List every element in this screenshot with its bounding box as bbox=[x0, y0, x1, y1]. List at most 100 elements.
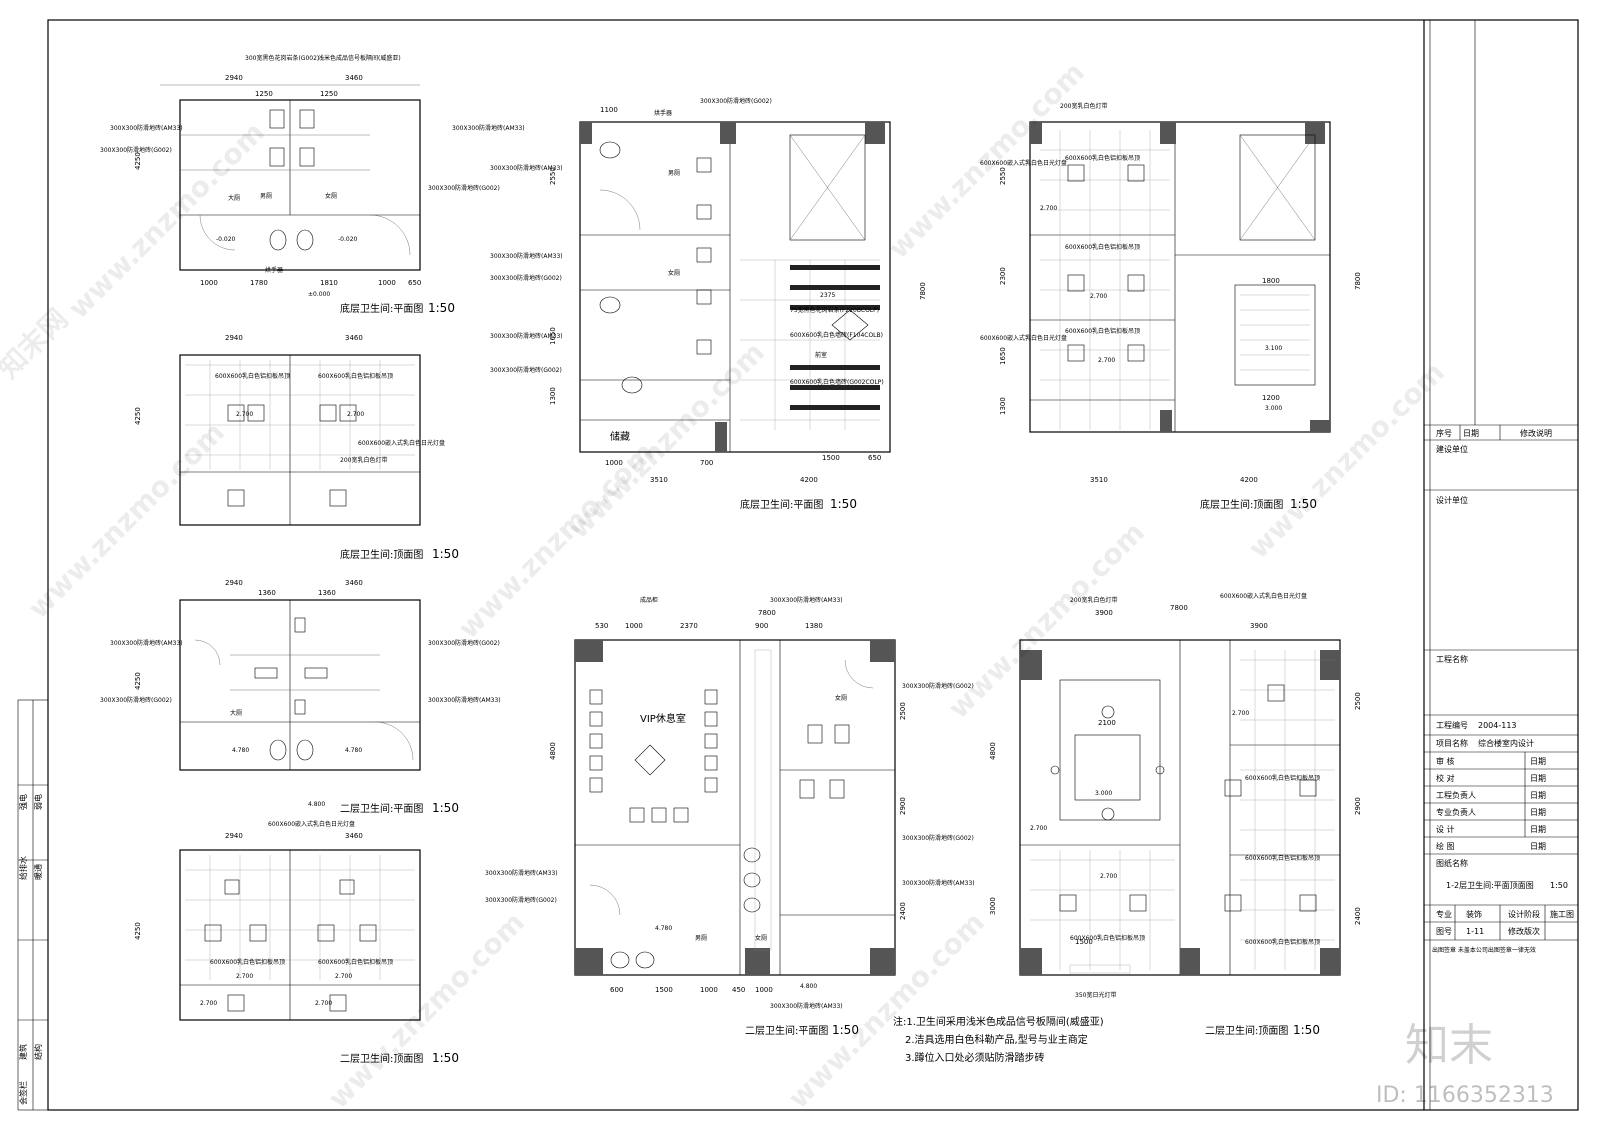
mat-am33-5: 300X300防滑地砖(AM33) bbox=[490, 164, 563, 172]
tb-sheet-name: 1-2层卫生间:平面顶面图 bbox=[1446, 880, 1534, 890]
room-anteroom: 前室 bbox=[815, 351, 827, 359]
room-storage: 储藏 bbox=[610, 430, 630, 443]
tb-rev-desc: 修改说明 bbox=[1520, 428, 1552, 438]
tb-item-label: 项目名称 bbox=[1436, 738, 1468, 748]
dim-1360-b: 1360 bbox=[318, 589, 336, 597]
room-female-1: 女厕 bbox=[325, 192, 337, 200]
dim-3460-d: 3460 bbox=[345, 832, 363, 840]
elev-m020-2: -0.020 bbox=[338, 236, 358, 243]
dim-1200-a: 1200 bbox=[1262, 394, 1280, 402]
scale-6: 1:50 bbox=[1290, 497, 1317, 511]
dim-2300-a: 2300 bbox=[999, 267, 1007, 285]
tb-proj-no: 2004-113 bbox=[1478, 721, 1517, 730]
ceil-600-1: 600X600乳白色铝扣板吊顶 bbox=[215, 372, 290, 380]
title-8: 二层卫生间:顶面图 bbox=[1205, 1024, 1288, 1037]
dim-650-b: 650 bbox=[868, 454, 881, 462]
scale-3: 1:50 bbox=[432, 801, 459, 815]
scale-7: 1:50 bbox=[832, 1023, 859, 1037]
dim-3460-b: 3460 bbox=[345, 334, 363, 342]
tb-sheet-no: 1-11 bbox=[1466, 927, 1484, 936]
mat-am33-10: 300X300防滑地砖(AM33) bbox=[485, 869, 558, 877]
dim-4200-b: 4200 bbox=[1240, 476, 1258, 484]
mat-g002-10: 300X300防滑地砖(G002) bbox=[485, 896, 557, 904]
tb-sheet-scale: 1:50 bbox=[1550, 881, 1568, 890]
dim-7800-d: 7800 bbox=[1170, 604, 1188, 612]
dim-900-a: 900 bbox=[755, 622, 768, 630]
dim-4250-a: 4250 bbox=[134, 152, 142, 170]
wm-brand: 知末 bbox=[1405, 1020, 1493, 1071]
plan-ground-floor-small: 2940 3460 1250 1250 4250 1000 1780 1810 … bbox=[100, 54, 525, 315]
mat-g002-5: 300X300防滑地砖(G002) bbox=[700, 97, 772, 105]
tb-date-6: 日期 bbox=[1530, 842, 1546, 851]
dim-450: 450 bbox=[732, 986, 745, 994]
tb-date-3: 日期 bbox=[1530, 791, 1546, 800]
elev-4780-b: 4.780 bbox=[345, 747, 362, 754]
mat-g002-6: 300X300防滑地砖(G002) bbox=[490, 274, 562, 282]
mat-g002-3: 300X300防滑地砖(G002) bbox=[100, 696, 172, 704]
light-200-3: 200宽乳白色灯带 bbox=[1070, 596, 1117, 604]
ceiling-second-floor-large: 200宽乳白色灯带 600X600嵌入式乳白色日光灯盘 600X600乳白色铝扣… bbox=[989, 592, 1362, 1037]
wm-site-6: www.znzmo.com bbox=[942, 516, 1151, 725]
dim-2900-b: 2900 bbox=[1354, 797, 1362, 815]
mat-g002-2: 300X300防滑地砖(G002) bbox=[428, 184, 500, 192]
elev-2700-l: 2.700 bbox=[1100, 873, 1117, 880]
tb-date-1: 日期 bbox=[1530, 757, 1546, 766]
tb-rev-ver: 修改版次 bbox=[1508, 926, 1540, 936]
elev-4780-c: 4.780 bbox=[655, 925, 672, 932]
dim-2500-a: 2500 bbox=[899, 702, 907, 720]
room-female-3: 女厕 bbox=[835, 694, 847, 702]
ceil-600-4: 600X600乳白色铝扣板吊顶 bbox=[318, 958, 393, 966]
dim-4250-c: 4250 bbox=[134, 672, 142, 690]
ceil-600-7: 600X600乳白色铝扣板吊顶 bbox=[1065, 327, 1140, 335]
dim-3900-a: 3900 bbox=[1095, 609, 1113, 617]
mat-g002-9: 300X300防滑地砖(G002) bbox=[902, 834, 974, 842]
tb-item: 综合楼室内设计 bbox=[1478, 738, 1534, 748]
dim-4200-a: 4200 bbox=[800, 476, 818, 484]
title-4: 二层卫生间:顶面图 bbox=[340, 1052, 423, 1065]
wm-id: ID: 1166352313 bbox=[1376, 1083, 1554, 1108]
strip-label-f: 建筑 bbox=[18, 1044, 28, 1060]
tile-2375: 2375 bbox=[820, 292, 835, 299]
ceil-600-6: 600X600乳白色铝扣板吊顶 bbox=[1065, 243, 1140, 251]
scale-2: 1:50 bbox=[432, 547, 459, 561]
dim-3510-b: 3510 bbox=[1090, 476, 1108, 484]
strip-label-c: 暖通 bbox=[33, 864, 43, 880]
wall-600-b: 600X600乳白色墙砖(G002COLP) bbox=[790, 378, 884, 386]
elev-2700-f: 2.700 bbox=[315, 1000, 332, 1007]
mat-g002-4: 300X300防滑地砖(G002) bbox=[428, 639, 500, 647]
tb-stamp-note: 出图签章 未盖本公司出图签章一律无效 bbox=[1432, 946, 1536, 954]
tb-stage-label: 设计阶段 bbox=[1508, 909, 1540, 919]
tb-discipline-label: 专业 bbox=[1436, 909, 1452, 919]
tb-design: 设 计 bbox=[1436, 824, 1455, 834]
dim-2550-a: 2550 bbox=[549, 167, 557, 185]
dim-650-a: 650 bbox=[408, 279, 421, 287]
elev-2700-h: 2.700 bbox=[1090, 293, 1107, 300]
light-600-5: 600X600嵌入式乳白色日光灯盘 bbox=[1220, 592, 1307, 600]
ceiling-ground-floor-large: 200宽乳白色灯带 600X600嵌入式乳白色日光灯盘 600X600嵌入式乳白… bbox=[980, 102, 1362, 511]
strip-label-a: 会签栏 bbox=[18, 1081, 28, 1105]
dim-2900-a: 2900 bbox=[899, 797, 907, 815]
elev-2700-k: 2.700 bbox=[1030, 825, 1047, 832]
sheet-border bbox=[47, 19, 1579, 1111]
ceil-600-5: 600X600乳白色铝扣板吊顶 bbox=[1065, 154, 1140, 162]
tb-chief: 工程负责人 bbox=[1436, 790, 1476, 800]
elev-2700-b: 2.700 bbox=[347, 411, 364, 418]
signoff-strip: 给排水 暖通 强电 弱电 建筑 结构 会签栏 bbox=[17, 699, 49, 1111]
room-male-1: 男厕 bbox=[260, 193, 272, 200]
mat-am33-2: 300X300防滑地砖(AM33) bbox=[452, 124, 525, 132]
dim-3460-a: 3460 bbox=[345, 74, 363, 82]
tb-rev-date: 日期 bbox=[1463, 429, 1479, 438]
title-5: 底层卫生间:平面图 bbox=[740, 498, 823, 511]
top-note-2: 浅米色成品信号板隔间(威盛亚) bbox=[318, 54, 401, 62]
dim-1500-c: 1500 bbox=[1075, 938, 1093, 946]
elev-2700-e: 2.700 bbox=[200, 1000, 217, 1007]
dim-3460-c: 3460 bbox=[345, 579, 363, 587]
room-male-3: 男厕 bbox=[695, 935, 707, 942]
dim-2370: 2370 bbox=[680, 622, 698, 630]
strip-label-g: 结构 bbox=[33, 1044, 43, 1060]
elev-4800-b: 4.800 bbox=[800, 983, 817, 990]
mat-g002-7: 300X300防滑地砖(G002) bbox=[490, 366, 562, 374]
dim-7800-b: 7800 bbox=[1354, 272, 1362, 290]
mat-am33-11: 300X300防滑地砖(AM33) bbox=[770, 1002, 843, 1010]
